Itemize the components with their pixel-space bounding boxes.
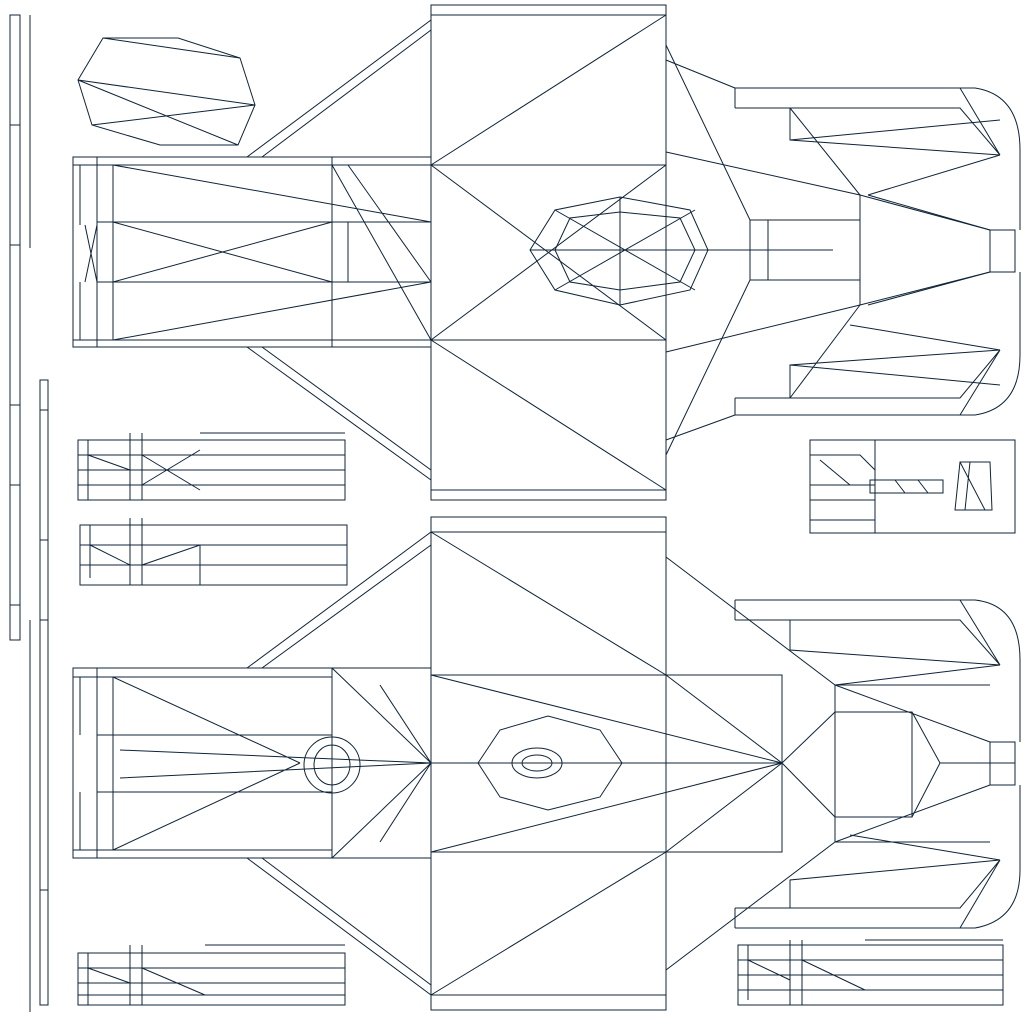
- part-left-3: [77, 944, 346, 1006]
- bottom-right-upper-pod: [734, 599, 1021, 742]
- top-cockpit-edges: [530, 197, 833, 305]
- top-wing-struts: [246, 19, 432, 481]
- top-canopy-hexagon: [77, 37, 256, 146]
- bottom-car-body-island: [72, 516, 1021, 1011]
- top-right-upper-pod: [734, 87, 1021, 231]
- top-car-body-island: [72, 4, 1021, 501]
- part-right-bottom: [737, 939, 1004, 1006]
- top-left-fuselage: [72, 156, 432, 348]
- small-parts-island: [77, 432, 1016, 1006]
- bottom-wing-struts: [246, 531, 432, 996]
- bottom-cockpit-inner: [511, 747, 563, 779]
- part-right-top: [809, 439, 1016, 534]
- strip-a: [9, 14, 31, 641]
- part-left-2: [79, 518, 348, 586]
- left-strips-island: [9, 14, 49, 1012]
- top-right-lower-pod: [734, 271, 1021, 416]
- bottom-left-dome-inner: [313, 744, 351, 786]
- strip-b: [29, 379, 49, 1012]
- part-left-1: [77, 432, 346, 501]
- bottom-right-lower-pod: [734, 785, 1021, 929]
- top-canopy-edges: [77, 37, 256, 146]
- bottom-cockpit-outer: [477, 715, 623, 811]
- bottom-center-edges: [430, 531, 783, 996]
- bottom-left-fuselage: [72, 667, 432, 859]
- top-center-edges: [430, 14, 667, 491]
- bottom-left-dome: [303, 736, 361, 794]
- bottom-cockpit-core: [521, 754, 553, 772]
